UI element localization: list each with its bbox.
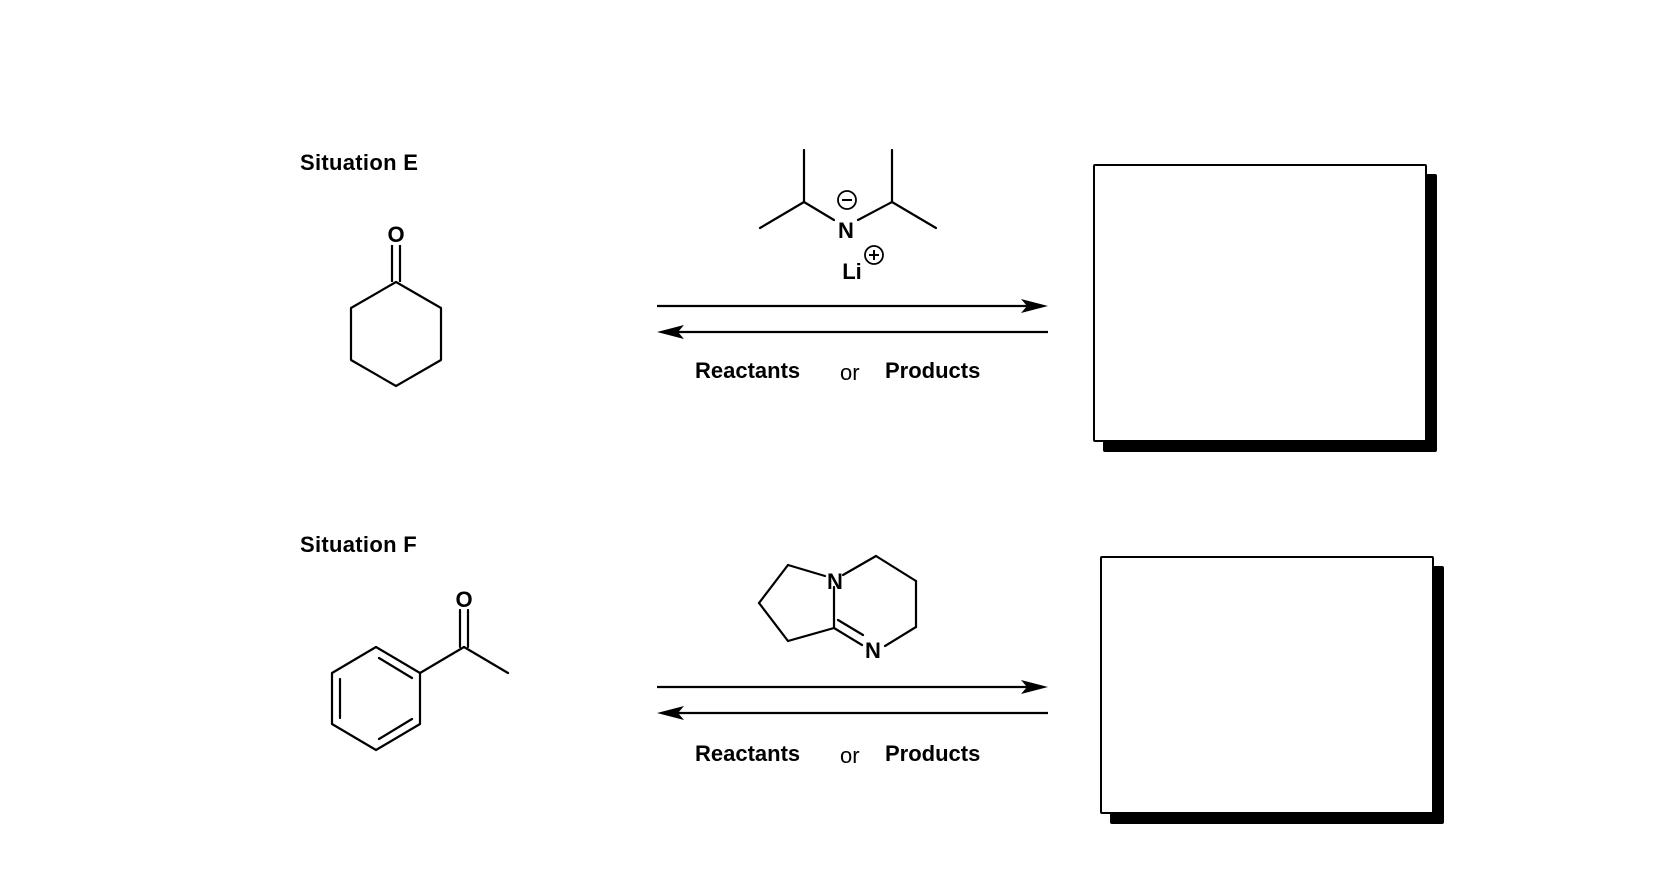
- lithium-label: Li: [842, 259, 862, 284]
- answer-box-e[interactable]: [1093, 164, 1427, 442]
- carbonyl-oxygen-label: O: [387, 222, 404, 247]
- reactants-choice-f[interactable]: Reactants: [695, 741, 801, 766]
- acetophenone-structure: O: [330, 587, 510, 752]
- dbn-nitrogen-1-label: N: [827, 569, 843, 594]
- products-choice-e[interactable]: Products: [885, 358, 981, 383]
- reactants-choice-e[interactable]: Reactants: [695, 358, 801, 383]
- lda-reagent-structure: N Li: [758, 148, 938, 284]
- negative-charge-icon: [837, 190, 857, 210]
- answer-box-f[interactable]: [1100, 556, 1434, 814]
- dbn-reagent-structure: N N: [757, 554, 918, 663]
- reverse-arrowhead-icon: [657, 325, 684, 339]
- amide-nitrogen-label: N: [838, 218, 854, 243]
- or-label-f: or: [840, 743, 860, 768]
- cyclohexanone-structure: O: [349, 222, 443, 388]
- carbonyl-oxygen-label-f: O: [455, 587, 472, 612]
- dbn-nitrogen-2-label: N: [865, 638, 881, 663]
- choice-row-e: Reactants or Products: [695, 358, 1005, 388]
- situation-f-label: Situation F: [300, 532, 417, 557]
- positive-charge-icon: [864, 245, 884, 265]
- reverse-arrowhead-icon: [657, 706, 684, 720]
- products-choice-f[interactable]: Products: [885, 741, 981, 766]
- forward-arrowhead-icon: [1021, 680, 1048, 694]
- equilibrium-arrows-e: [657, 299, 1048, 339]
- equilibrium-arrows-f: [657, 680, 1048, 720]
- forward-arrowhead-icon: [1021, 299, 1048, 313]
- situation-e-label: Situation E: [300, 150, 419, 175]
- choice-row-f: Reactants or Products: [695, 741, 1005, 771]
- or-label-e: or: [840, 360, 860, 385]
